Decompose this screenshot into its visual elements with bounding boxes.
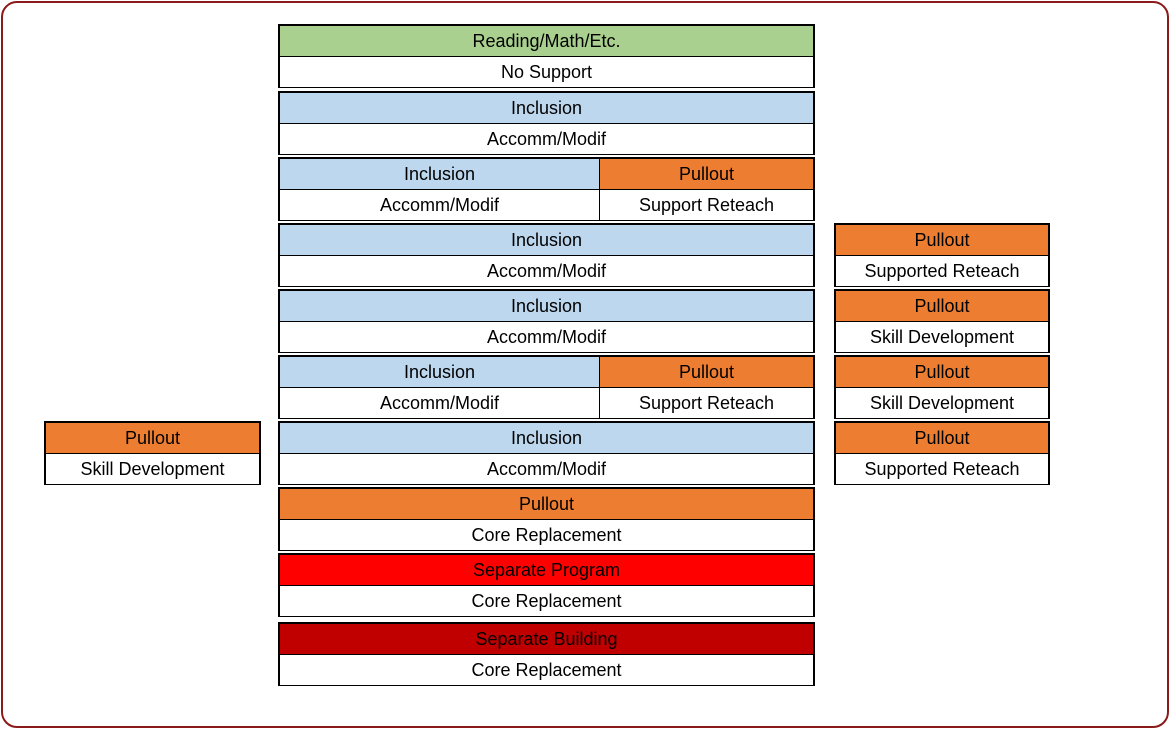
level-inclusion-2: Inclusion Accomm/Modif <box>278 223 815 287</box>
level-inclusion-1: Inclusion Accomm/Modif <box>278 91 815 155</box>
setting-label: Inclusion <box>280 225 813 255</box>
support-label: Accomm/Modif <box>280 190 599 220</box>
pullout-label: Pullout <box>599 159 813 189</box>
setting-label: Inclusion <box>280 159 599 189</box>
right-pullout-3: Pullout Skill Development <box>834 355 1050 419</box>
right-pullout-2: Pullout Skill Development <box>834 289 1050 353</box>
pullout-label: Pullout <box>836 423 1048 453</box>
pullout-support-label: Supported Reteach <box>836 256 1048 286</box>
left-pullout-1: Pullout Skill Development <box>44 421 261 485</box>
support-label: Accomm/Modif <box>280 322 813 352</box>
right-pullout-4: Pullout Supported Reteach <box>834 421 1050 485</box>
level-inclusion-3: Inclusion Accomm/Modif <box>278 289 815 353</box>
level-no-support: Reading/Math/Etc. No Support <box>278 24 815 88</box>
level-inclusion-pullout-2: Inclusion Pullout Accomm/Modif Support R… <box>278 355 815 419</box>
level-pullout-core: Pullout Core Replacement <box>278 487 815 551</box>
level-inclusion-4: Inclusion Accomm/Modif <box>278 421 815 485</box>
pullout-support-label: Skill Development <box>836 388 1048 418</box>
setting-label: Inclusion <box>280 357 599 387</box>
support-label: Core Replacement <box>280 520 813 550</box>
support-label: Accomm/Modif <box>280 388 599 418</box>
support-label: Accomm/Modif <box>280 124 813 154</box>
setting-label: Pullout <box>280 489 813 519</box>
setting-label: Inclusion <box>280 93 813 123</box>
setting-label: Inclusion <box>280 423 813 453</box>
level-inclusion-pullout-1: Inclusion Pullout Accomm/Modif Support R… <box>278 157 815 221</box>
pullout-support-label: Support Reteach <box>599 388 813 418</box>
pullout-label: Pullout <box>836 291 1048 321</box>
setting-label: Inclusion <box>280 291 813 321</box>
support-label: No Support <box>280 57 813 87</box>
pullout-label: Pullout <box>836 225 1048 255</box>
pullout-label: Pullout <box>599 357 813 387</box>
support-label: Core Replacement <box>280 655 813 685</box>
pullout-support-label: Skill Development <box>836 322 1048 352</box>
right-pullout-1: Pullout Supported Reteach <box>834 223 1050 287</box>
setting-label: Separate Building <box>280 624 813 654</box>
pullout-label: Pullout <box>836 357 1048 387</box>
subject-label: Reading/Math/Etc. <box>280 26 813 56</box>
pullout-support-label: Skill Development <box>46 454 259 484</box>
pullout-label: Pullout <box>46 423 259 453</box>
setting-label: Separate Program <box>280 555 813 585</box>
pullout-support-label: Support Reteach <box>599 190 813 220</box>
support-label: Accomm/Modif <box>280 454 813 484</box>
pullout-support-label: Supported Reteach <box>836 454 1048 484</box>
support-label: Core Replacement <box>280 586 813 616</box>
level-separate-program: Separate Program Core Replacement <box>278 553 815 617</box>
support-label: Accomm/Modif <box>280 256 813 286</box>
level-separate-building: Separate Building Core Replacement <box>278 622 815 686</box>
